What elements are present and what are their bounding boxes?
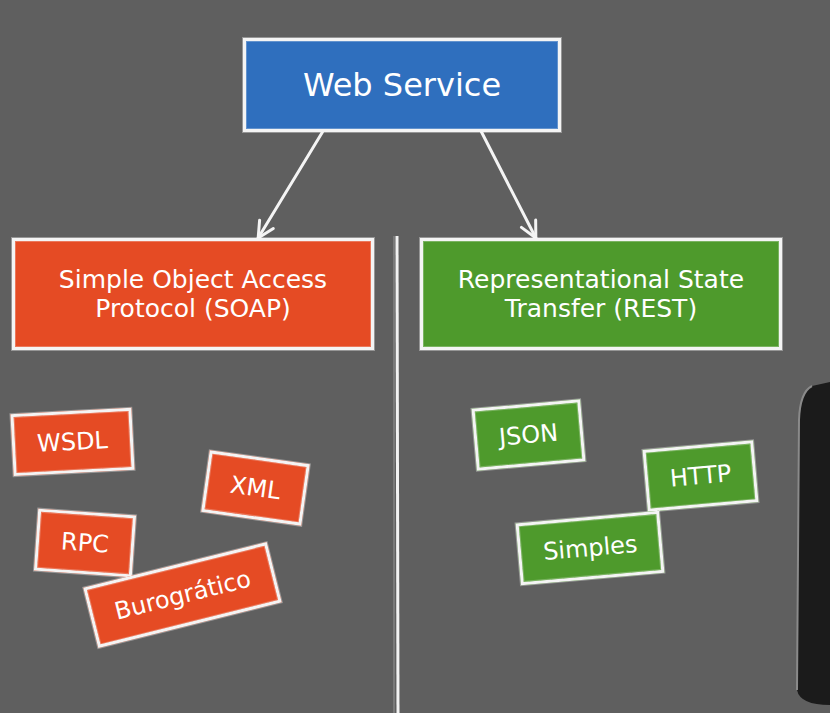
node-text: Web Service <box>303 66 501 104</box>
node-text: Representational State Transfer (REST) <box>437 265 765 323</box>
node-text: WSDL <box>36 426 108 458</box>
keyword-tag: RPC <box>34 509 136 578</box>
arrow-connector <box>258 132 322 238</box>
node-text: Simple Object Access Protocol (SOAP) <box>29 265 357 323</box>
node-text: HTTP <box>669 459 733 492</box>
arrow-connector <box>482 132 536 238</box>
category-box: Representational State Transfer (REST) <box>420 238 782 350</box>
node-text: Burogrático <box>112 565 254 626</box>
node-text: XML <box>228 471 282 506</box>
keyword-tag: HTTP <box>643 440 759 511</box>
category-box: Web Service <box>243 38 561 132</box>
keyword-tag: Simples <box>516 511 665 585</box>
divider-line-shadow <box>394 236 395 713</box>
node-text: RPC <box>60 527 110 558</box>
presenter-silhouette <box>797 382 830 705</box>
presenter-edge <box>797 386 812 690</box>
keyword-tag: XML <box>201 450 309 525</box>
node-text: JSON <box>498 418 559 451</box>
divider-line <box>397 236 398 713</box>
keyword-tag: WSDL <box>10 408 134 476</box>
keyword-tag: JSON <box>472 399 586 470</box>
node-text: Simples <box>542 530 639 566</box>
category-box: Simple Object Access Protocol (SOAP) <box>12 238 374 350</box>
